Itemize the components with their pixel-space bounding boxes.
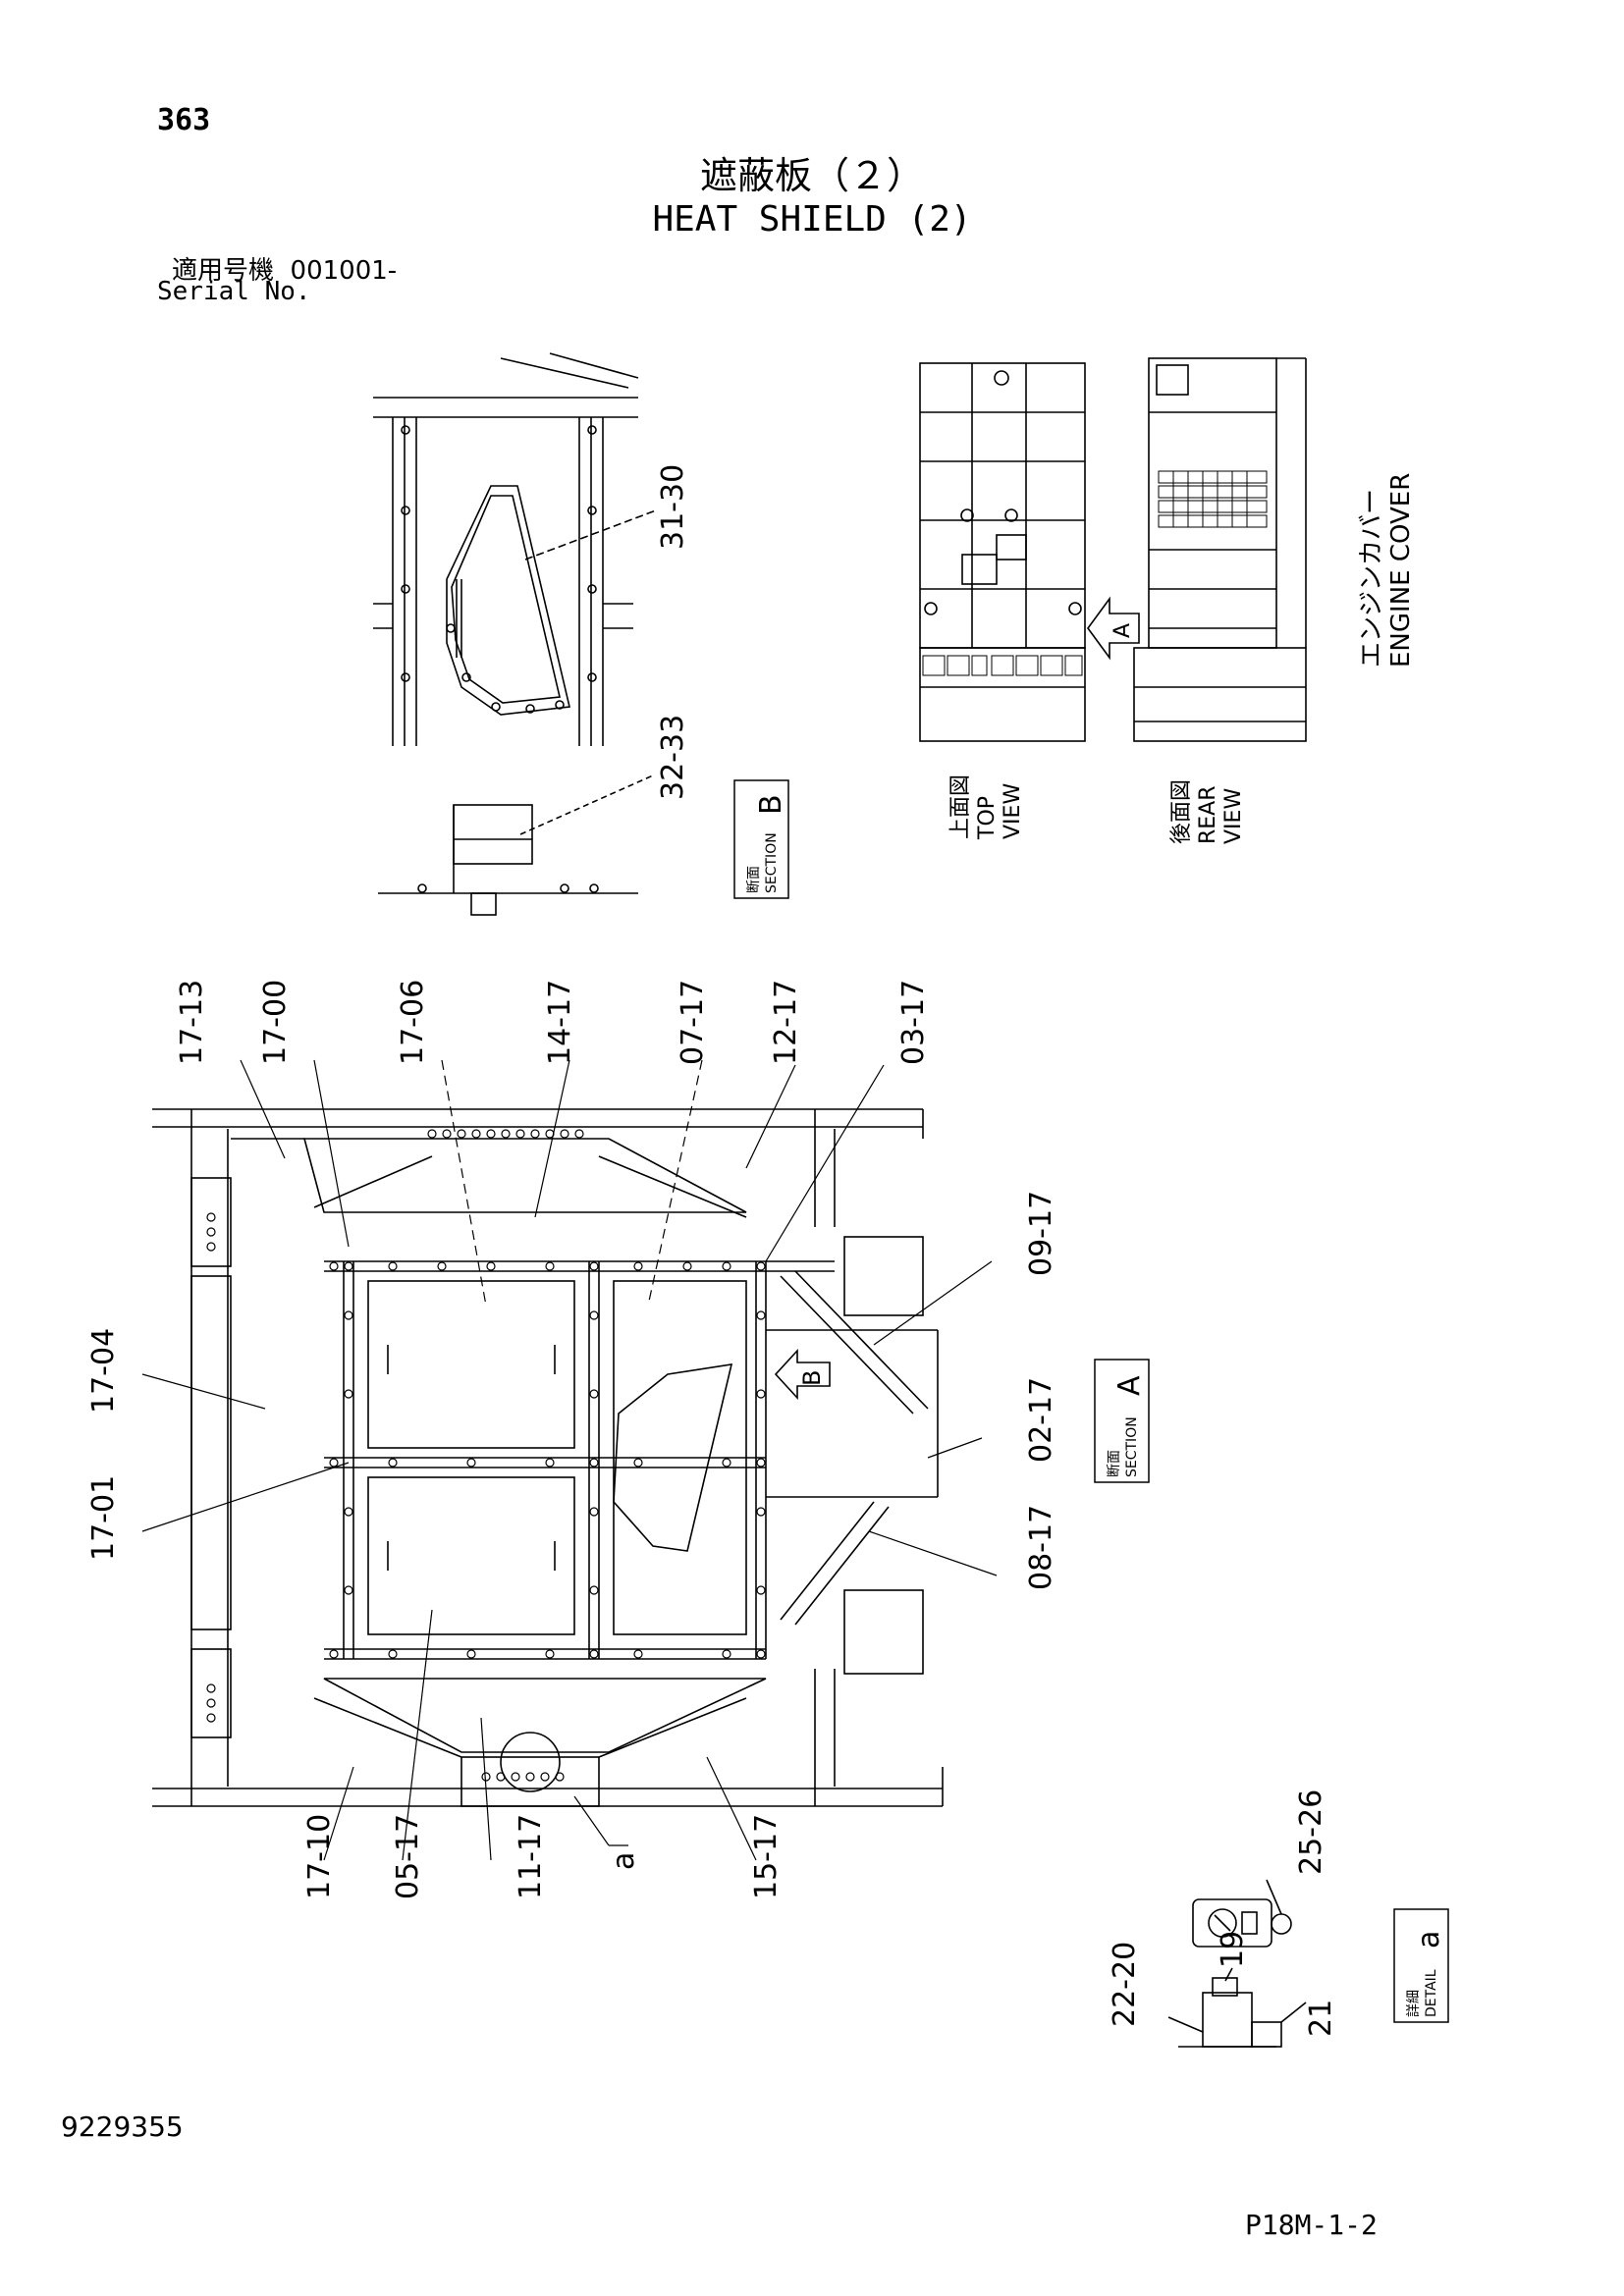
top-view-label-en-2: VIEW	[1001, 783, 1025, 839]
rear-view-label-en-1: REAR	[1196, 785, 1220, 844]
callout-05-17: 05-17	[391, 1814, 425, 1899]
callout-22-20: 22-20	[1108, 1942, 1142, 2027]
section-a-callouts-top: 17-13 17-00 17-06 14-17 07-17 12-17 03-1…	[175, 980, 931, 1065]
callout-03-17: 03-17	[896, 980, 931, 1065]
detail-a-label-box: 詳細 DETAIL a	[1393, 1908, 1449, 2023]
callout-12-17: 12-17	[769, 980, 803, 1065]
callout-31-30: 31-30	[656, 464, 690, 550]
engine-cover-labels: エンジンカバー ENGINE COVER 上面図 TOP VIEW 後面図 RE…	[948, 473, 1416, 844]
section-a-letter: A	[1112, 1375, 1147, 1396]
callout-11-17: 11-17	[514, 1814, 548, 1899]
detail-a-view	[1167, 1879, 1307, 2048]
engine-cover-label-en: ENGINE COVER	[1386, 473, 1416, 667]
callout-21: 21	[1304, 2000, 1338, 2037]
section-a-callouts-bottom: 17-10 05-17 11-17 15-17 a	[302, 1814, 784, 1899]
callout-17-00: 17-00	[258, 980, 293, 1065]
page-number: 363	[157, 103, 211, 137]
section-a-callouts-left: 17-04 17-01	[86, 1328, 121, 1561]
section-b-arrow-label: B	[798, 1370, 826, 1386]
page-code: P18M-1-2	[1245, 2209, 1378, 2241]
leader-lines	[141, 1059, 998, 1861]
rear-view-label-jp: 後面図	[1169, 779, 1194, 844]
document-number: 9229355	[61, 2110, 184, 2143]
top-view-label-en-1: TOP	[975, 796, 1000, 840]
callout-07-17: 07-17	[676, 980, 710, 1065]
section-a-arrow-letter: A	[1110, 623, 1135, 638]
callout-02-17: 02-17	[1024, 1377, 1058, 1463]
section-b-arrow-letter: B	[798, 1370, 826, 1386]
callout-25-26: 25-26	[1294, 1789, 1328, 1875]
section-a-label-box: 断面 SECTION A	[1094, 1359, 1150, 1483]
serial-label-japanese: 適用号機 001001-	[172, 250, 397, 287]
section-a-label: SECTION	[1124, 1416, 1140, 1477]
section-a-kanji: 断面	[1107, 1450, 1122, 1477]
callout-15-17: 15-17	[749, 1814, 784, 1899]
detail-ref-a: a	[607, 1852, 641, 1870]
detail-a-callouts: 25-26 19 22-20 21	[1108, 1789, 1338, 2037]
section-b-letter: B	[754, 794, 788, 815]
section-b-callouts: 31-30 32-33	[656, 464, 690, 800]
callout-17-10: 17-10	[302, 1814, 337, 1899]
section-a-view	[152, 1108, 944, 1807]
serial-value: 001001-	[290, 256, 398, 286]
section-b-label-box: 断面 SECTION B	[733, 779, 789, 899]
rear-view-drawing	[1133, 357, 1307, 742]
callout-32-33: 32-33	[656, 715, 690, 800]
serial-label-jp-text: 適用号機	[172, 256, 275, 286]
callout-14-17: 14-17	[543, 980, 577, 1065]
callout-08-17: 08-17	[1024, 1505, 1058, 1590]
section-b-label: SECTION	[764, 832, 780, 893]
serial-label: Serial No.	[157, 277, 311, 306]
callout-19: 19	[1216, 1931, 1250, 1968]
section-b-view	[373, 352, 657, 916]
top-view-drawing	[919, 362, 1140, 742]
callout-17-06: 17-06	[396, 980, 430, 1065]
callout-09-17: 09-17	[1024, 1191, 1058, 1276]
callout-17-01: 17-01	[86, 1475, 121, 1561]
detail-a-kanji: 詳細	[1406, 1990, 1422, 2017]
detail-a-label: DETAIL	[1424, 1969, 1439, 2017]
top-view-label-jp: 上面図	[948, 774, 973, 839]
page-title: HEAT SHIELD (2)	[652, 199, 972, 240]
callout-17-04: 17-04	[86, 1328, 121, 1414]
detail-a-letter: a	[1412, 1931, 1446, 1949]
page-title-japanese: 遮蔽板（２）	[699, 154, 924, 197]
section-a-callouts-right: 09-17 02-17 08-17	[1024, 1191, 1058, 1590]
callout-17-13: 17-13	[175, 980, 209, 1065]
rear-view-label-en-2: VIEW	[1221, 788, 1246, 844]
engine-cover-label-jp: エンジンカバー	[1357, 489, 1386, 667]
section-b-kanji: 断面	[746, 866, 762, 893]
